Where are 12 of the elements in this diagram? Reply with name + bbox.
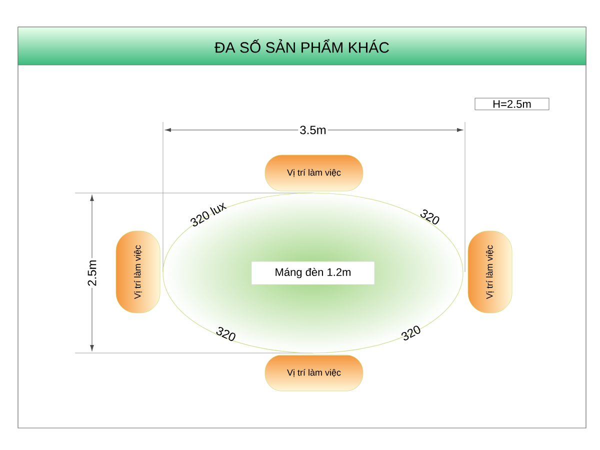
workstation-box: Vị trí làm việc	[116, 230, 160, 314]
workstation-box: Vị trí làm việc	[264, 354, 364, 392]
height-label: H=2.5m	[474, 98, 550, 110]
dimension-label: 2.5m	[86, 258, 98, 288]
lux-label: 320	[402, 326, 420, 340]
workstation-box: Vị trí làm việc	[468, 230, 512, 314]
lux-label: 320	[216, 326, 236, 341]
lux-label: 320	[420, 210, 440, 224]
lux-label: 320 lux	[190, 202, 227, 226]
workstation-box: Vị trí làm việc	[264, 154, 364, 192]
dimension-label: 3.5m	[298, 124, 328, 136]
title-banner: ĐA SỐ SẢN PHẨM KHÁC	[18, 26, 586, 66]
